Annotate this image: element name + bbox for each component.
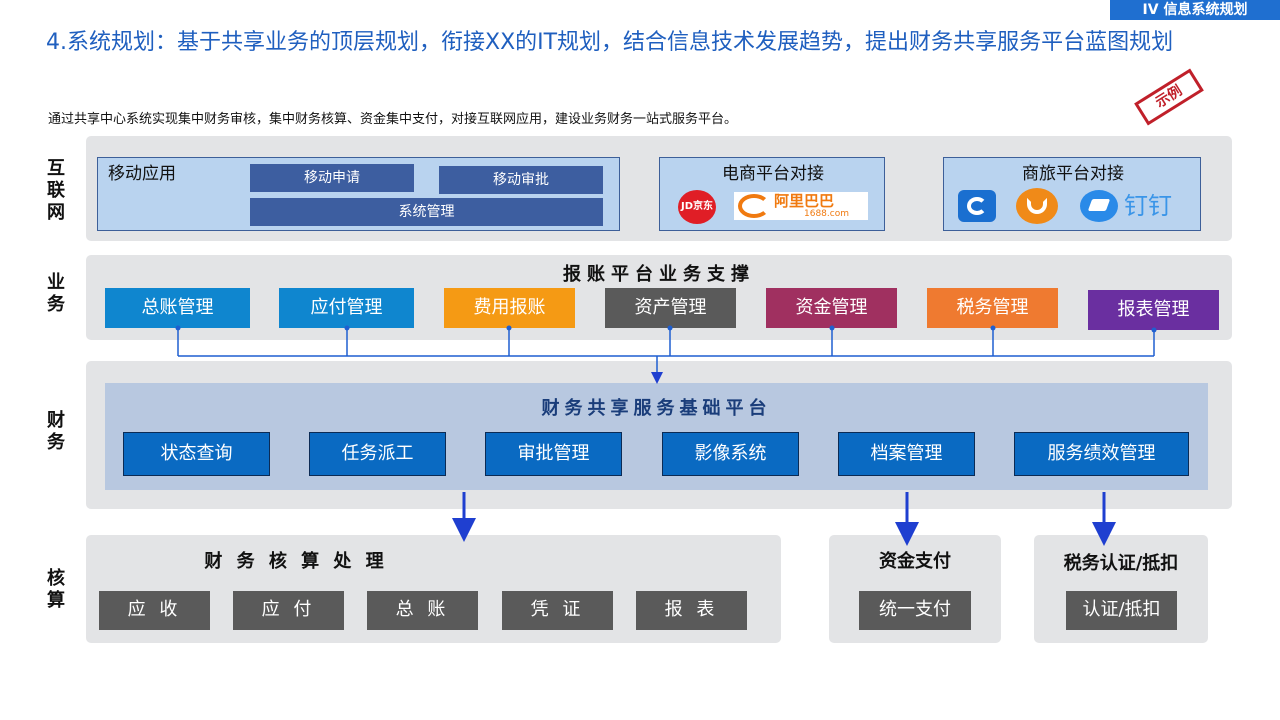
page-title: 4.系统规划：基于共享业务的顶层规划，衔接XX的IT规划，结合信息技术发展趋势，… (46, 30, 1174, 55)
alibaba-smile-icon (738, 194, 770, 218)
accounting-item-report: 报 表 (636, 591, 747, 630)
ecommerce-title: 电商平台对接 (722, 164, 824, 184)
dingtalk-logo-icon (1080, 190, 1118, 222)
accounting-item-payable: 应 付 (233, 591, 344, 630)
business-item-funds: 资金管理 (766, 288, 897, 328)
row-label-business: 业 务 (47, 272, 65, 315)
business-item-reports: 报表管理 (1088, 290, 1219, 330)
finance-item-status: 状态查询 (123, 432, 270, 476)
business-item-expense: 费用报账 (444, 288, 575, 328)
mobile-apply-item: 移动申请 (250, 164, 414, 192)
travel-title: 商旅平台对接 (1022, 164, 1124, 184)
payment-title: 资金支付 (879, 551, 951, 572)
finance-item-archive: 档案管理 (838, 432, 975, 476)
row-label-internet: 互 联 网 (47, 158, 65, 223)
accounting-core-title: 财 务 核 算 处 理 (204, 551, 388, 572)
dingtalk-logo-text: 钉钉 (1124, 192, 1172, 220)
mobile-approve-item: 移动审批 (439, 166, 603, 194)
didi-logo-icon (1016, 188, 1058, 224)
finance-title: 财务共享服务基础平台 (541, 398, 772, 419)
business-item-assets: 资产管理 (605, 288, 736, 328)
business-item-ledger: 总账管理 (105, 288, 250, 328)
alibaba-logo-text: 阿里巴巴 (774, 192, 835, 210)
finance-item-performance: 服务绩效管理 (1014, 432, 1189, 476)
finance-item-approval: 审批管理 (485, 432, 622, 476)
row-label-accounting: 核 算 (47, 568, 65, 611)
finance-item-imaging: 影像系统 (662, 432, 799, 476)
alibaba-logo-icon: 阿里巴巴 1688.com (734, 192, 868, 220)
example-stamp: 示例 (1134, 68, 1204, 126)
ecommerce-box: 电商平台对接 JD京东 阿里巴巴 1688.com (659, 157, 885, 231)
accounting-item-ledger: 总 账 (367, 591, 478, 630)
alibaba-1688-text: 1688.com (804, 209, 849, 219)
mobile-app-title: 移动应用 (108, 164, 176, 184)
mobile-app-box: 移动应用 移动申请 移动审批 系统管理 (97, 157, 620, 231)
travel-box: 商旅平台对接 钉钉 (943, 157, 1201, 231)
business-item-tax: 税务管理 (927, 288, 1058, 328)
finance-item-dispatch: 任务派工 (309, 432, 446, 476)
business-title: 报账平台业务支撑 (563, 264, 755, 285)
tax-item-verify: 认证/抵扣 (1066, 591, 1177, 630)
tax-title: 税务认证/抵扣 (1063, 553, 1179, 574)
business-item-payables: 应付管理 (279, 288, 414, 328)
row-label-finance: 财 务 (47, 410, 65, 453)
ctrip-logo-icon (958, 190, 996, 222)
accounting-item-receivable: 应 收 (99, 591, 210, 630)
jd-logo-icon: JD京东 (678, 190, 716, 224)
accounting-item-voucher: 凭 证 (502, 591, 613, 630)
section-tag: IV 信息系统规划 (1110, 0, 1280, 20)
page-subtitle: 通过共享中心系统实现集中财务审核，集中财务核算、资金集中支付，对接互联网应用，建… (48, 112, 738, 127)
payment-item-unified: 统一支付 (859, 591, 971, 630)
system-admin-item: 系统管理 (250, 198, 603, 226)
